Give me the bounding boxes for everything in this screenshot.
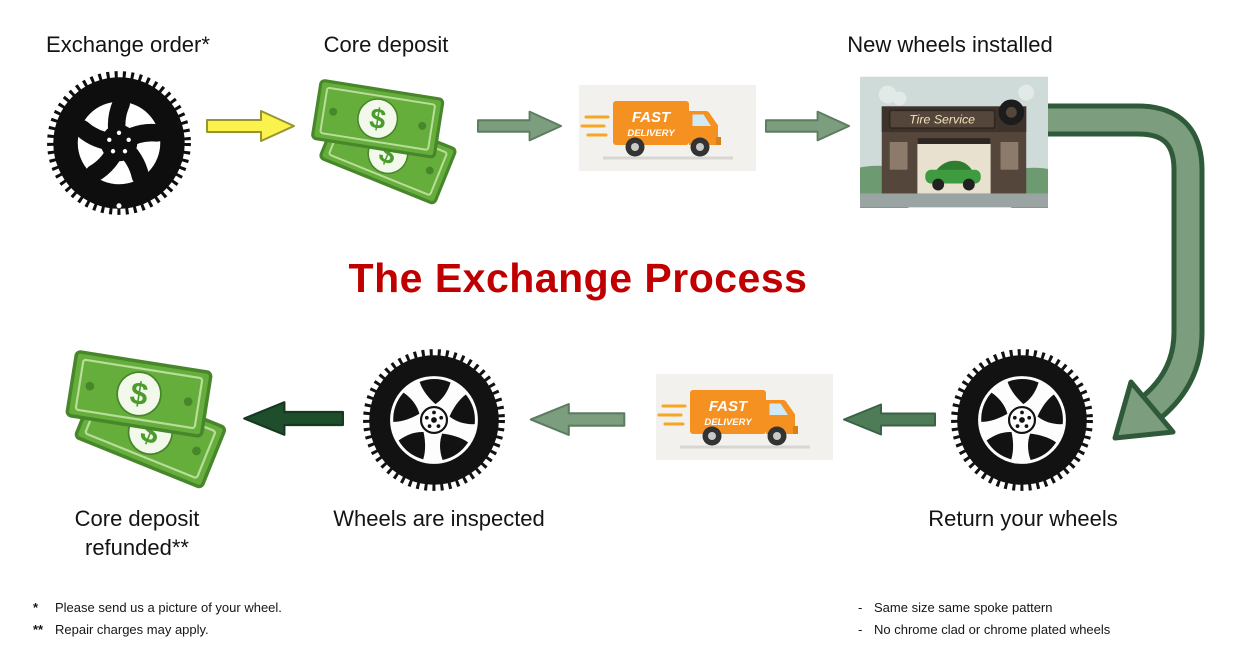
step-label-return-your-wheels: Return your wheels [928,506,1118,531]
curved-arrow-down-icon [1040,92,1230,462]
green-arrow-left-icon [841,401,936,438]
delivery-truck-image [579,85,756,171]
step-label-exchange-order: Exchange order* [46,32,210,57]
step-label-wheels-are-inspected: Wheels are inspected [333,506,545,531]
footnote-text: Please send us a picture of your wheel. [55,599,282,615]
money-icon [297,68,471,206]
footnote-marker: - [858,621,863,637]
footnote-item: - Same size same spoke pattern [858,596,1110,618]
yellow-arrow-right-icon [205,109,297,143]
green-arrow-left-icon [527,401,626,438]
wheel-icon [950,348,1094,492]
footnote-marker: - [858,599,863,615]
green-arrow-right-icon [477,109,563,143]
footnote-item: - No chrome clad or chrome plated wheels [858,618,1110,640]
refund-label-line2: refunded** [85,535,189,561]
diagram-title: The Exchange Process [348,255,808,301]
green-arrow-right-icon [765,109,851,143]
shop-sign-label: Tire Service [909,113,975,127]
footnote-item: * Please send us a picture of your wheel… [33,596,282,618]
money-icon [50,338,242,490]
footnote-item: ** Repair charges may apply. [33,618,282,640]
step-label-new-wheels-installed: New wheels installed [847,32,1053,57]
dark-green-arrow-left-icon [241,398,344,439]
footnote-text: Same size same spoke pattern [874,599,1053,615]
tire-shop-image: Tire Service [860,76,1048,208]
footnotes-right: - Same size same spoke pattern - No chro… [858,596,1110,640]
footnote-marker: ** [33,621,44,637]
step-label-core-deposit-refunded: Core deposit refunded** [28,504,246,562]
footnotes-left: * Please send us a picture of your wheel… [33,596,282,640]
footnote-marker: * [33,599,39,615]
step-label-core-deposit: Core deposit [323,32,449,57]
black-wheel-icon [46,70,192,216]
footnote-text: No chrome clad or chrome plated wheels [874,621,1111,637]
refund-label-line1: Core deposit [74,506,200,531]
wheel-icon [362,348,506,492]
footnote-text: Repair charges may apply. [55,621,209,637]
delivery-truck-image [656,374,833,460]
